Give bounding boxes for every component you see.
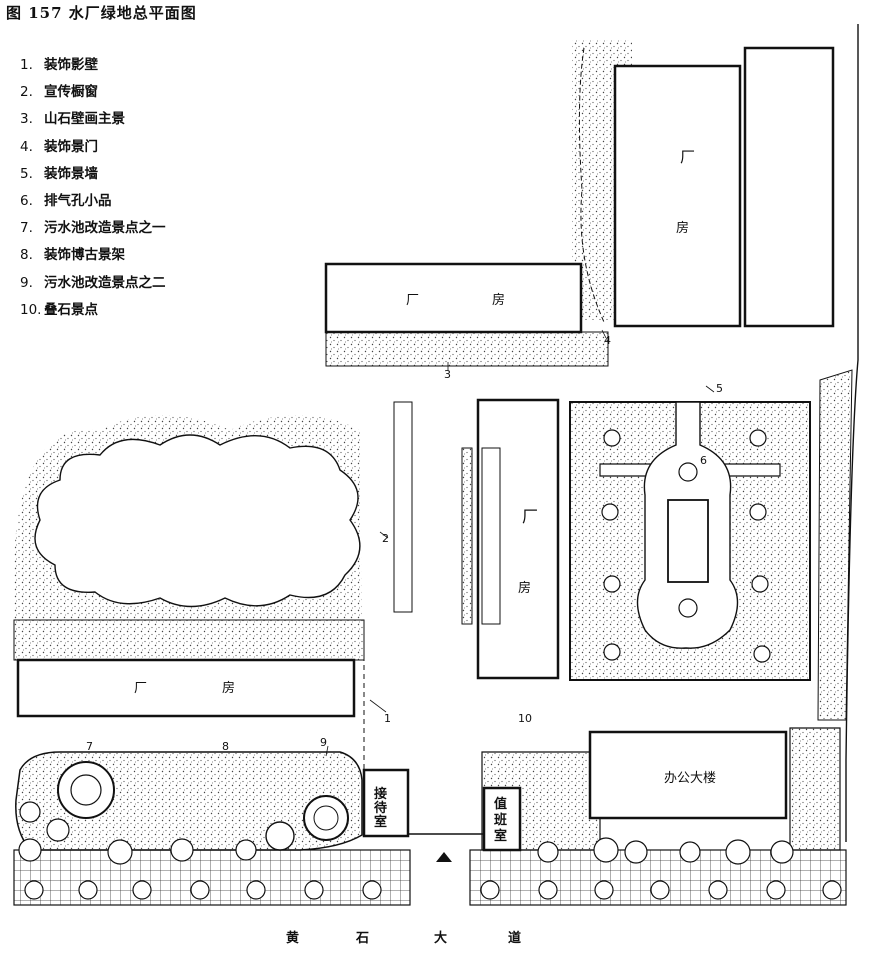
legend-item: 2.宣传橱窗 xyxy=(20,84,98,101)
label-factory-mn: 厂 xyxy=(406,293,419,308)
marker-4: 4 xyxy=(604,334,611,347)
label-factory-mn: 房 xyxy=(492,292,505,308)
label-factory-west: 厂 xyxy=(134,681,147,696)
legend-item: 3.山石壁画主景 xyxy=(20,111,125,128)
marker-7: 7 xyxy=(86,740,93,753)
hedge-column-1 xyxy=(461,447,473,625)
tree-ring-northeast xyxy=(578,47,605,323)
legend-item: 6.排气孔小品 xyxy=(20,193,112,210)
legend-item: 5.装饰景墙 xyxy=(20,165,98,182)
factory-west xyxy=(16,658,356,718)
road-name: 黄 xyxy=(286,930,299,946)
label-factory-west: 房 xyxy=(222,680,235,696)
callout-lines xyxy=(325,329,715,757)
legend-item: 10.叠石景点 xyxy=(20,301,98,318)
tree-row-south xyxy=(18,801,794,865)
label-factory-mid: 厂 xyxy=(522,507,538,526)
label-reception: 接 xyxy=(374,786,387,802)
office-building xyxy=(588,730,788,820)
factory-north-east xyxy=(613,64,742,328)
label-reception: 室 xyxy=(374,814,387,830)
marker-6: 6 xyxy=(700,454,707,467)
east-boundary xyxy=(845,24,859,842)
factory-mid-north xyxy=(324,262,583,334)
green-east-strip xyxy=(789,727,841,851)
legend-item: 1.装饰影壁 xyxy=(20,57,98,73)
paving-west xyxy=(13,849,411,906)
entrance-triangle xyxy=(436,852,452,862)
marker-3: 3 xyxy=(444,368,451,381)
legend-item: 7.污水池改造景点之一 xyxy=(20,220,166,237)
label-duty: 室 xyxy=(494,828,507,844)
legend: 1.装饰影壁 2.宣传橱窗 3.山石壁画主景 4.装饰景门 5.装饰景墙 6.排… xyxy=(20,52,166,324)
marker-5: 5 xyxy=(716,382,723,395)
reception-room xyxy=(362,768,410,838)
marker-2: 2 xyxy=(382,532,389,545)
legend-item: 4.装饰景门 xyxy=(20,138,98,155)
marker-1: 1 xyxy=(384,712,391,725)
legend-item: 8.装饰博古景架 xyxy=(20,247,125,264)
label-duty: 班 xyxy=(494,812,507,828)
label-office: 办公大楼 xyxy=(664,771,716,786)
hedge-column-2 xyxy=(393,401,413,613)
marker-10: 10 xyxy=(518,712,532,725)
legend-item: 9.污水池改造景点之二 xyxy=(20,274,166,291)
road-name: 道 xyxy=(508,930,521,946)
courtyard-pool xyxy=(667,499,709,583)
marker-8: 8 xyxy=(222,740,229,753)
factory-north-east-2 xyxy=(743,46,835,328)
duty-room xyxy=(482,786,522,852)
green-mid-north xyxy=(325,331,609,367)
figure-title: 图 157 水厂绿地总平面图 xyxy=(6,4,197,22)
road-name: 石 xyxy=(355,931,369,946)
road-name: 大 xyxy=(434,930,447,946)
tree-grove-outline xyxy=(34,434,361,608)
hedge-column-3 xyxy=(481,447,501,625)
label-factory-mid: 房 xyxy=(518,580,531,596)
courtyard-trees xyxy=(601,429,771,663)
label-factory-ne: 房 xyxy=(676,220,689,236)
label-reception: 待 xyxy=(373,800,387,816)
marker-9: 9 xyxy=(320,736,327,749)
green-west-band xyxy=(13,619,365,661)
tree-row-road xyxy=(24,880,842,900)
label-duty: 值 xyxy=(494,796,507,812)
label-factory-ne: 厂 xyxy=(680,148,695,166)
